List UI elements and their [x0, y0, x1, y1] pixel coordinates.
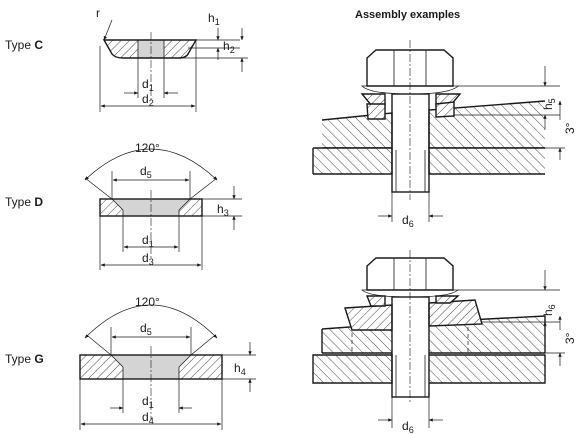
- dim-d5-label-d: d5: [140, 164, 152, 180]
- bolt-shank-1: [391, 93, 430, 193]
- dim-d6-label-2: d6: [402, 419, 414, 434]
- dim-d2-label: d2: [142, 92, 154, 108]
- dim-h4-label: h4: [234, 361, 246, 377]
- type-g-group: Type G 120° d5 h4 d1: [5, 295, 256, 430]
- type-c-label: Type C: [5, 38, 43, 52]
- dim-d1-label-d: d1: [142, 233, 154, 249]
- dim-tilt-label-1: 3°: [563, 122, 577, 134]
- dim-angle-label-d: 120°: [135, 141, 160, 155]
- type-d-label: Type D: [5, 195, 43, 209]
- dim-h5-label: h5: [541, 98, 557, 110]
- dim-h6-label: h6: [541, 304, 557, 316]
- dim-d5-label-g: d5: [140, 321, 152, 337]
- dim-h1-label: h1: [208, 11, 220, 27]
- dim-r-label: r: [96, 6, 100, 20]
- dim-d6-label-1: d6: [402, 213, 414, 229]
- dim-d1-label-g: d1: [142, 394, 154, 410]
- type-g-label: Type G: [5, 352, 44, 366]
- assembly-example-1: h5 3° d6: [312, 40, 577, 229]
- type-c-group: Type C r h1 h2 d1 d2: [5, 6, 248, 112]
- bolt-shank-2: [391, 296, 430, 398]
- dim-tilt-label-2: 3°: [563, 332, 577, 344]
- dim-angle-label-g: 120°: [135, 295, 160, 309]
- dim-d1-label-c: d1: [142, 77, 154, 93]
- assembly-examples-title: Assembly examples: [355, 9, 460, 21]
- dim-h2-label: h2: [223, 39, 235, 55]
- dim-h3-label: h3: [217, 202, 229, 218]
- dim-d4-label: d4: [142, 410, 154, 426]
- type-d-group: Type D 120° d5 h3 d1 d3: [5, 141, 242, 270]
- dim-d3-label: d3: [142, 251, 154, 267]
- assembly-example-2: h6 3° d6: [312, 250, 577, 434]
